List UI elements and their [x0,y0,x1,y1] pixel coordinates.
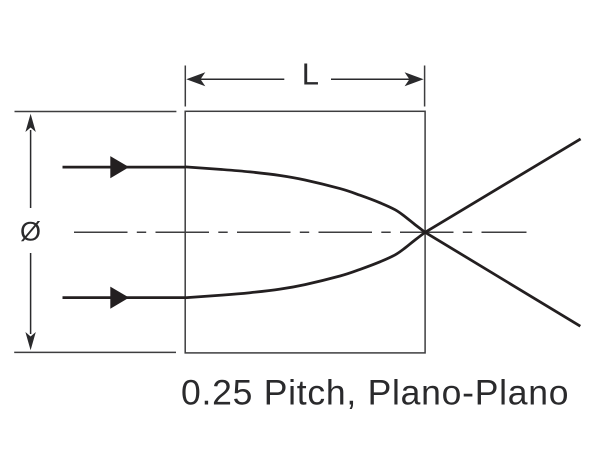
svg-text:L: L [302,57,319,92]
svg-text:Ø: Ø [20,217,41,247]
svg-text:0.25 Pitch, Plano-Plano: 0.25 Pitch, Plano-Plano [181,372,569,412]
